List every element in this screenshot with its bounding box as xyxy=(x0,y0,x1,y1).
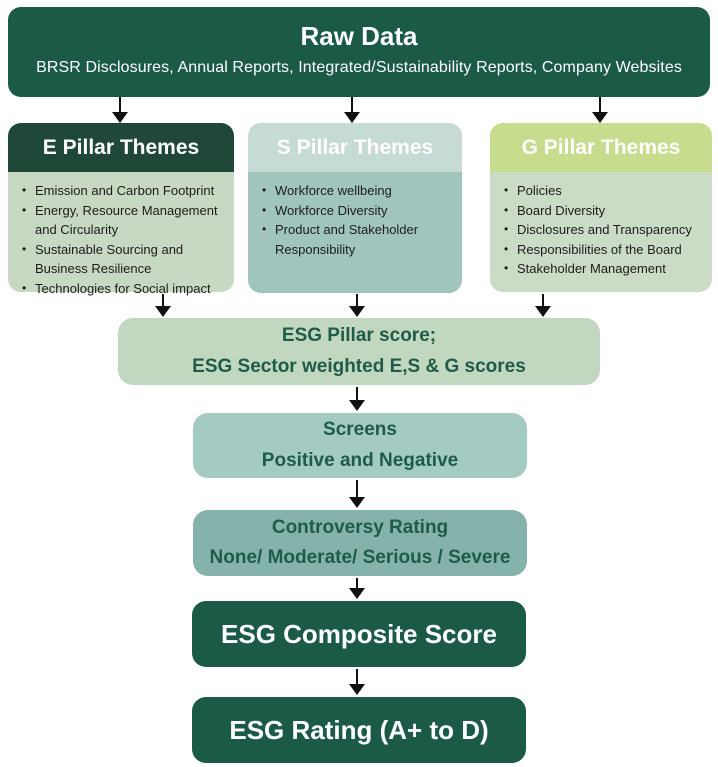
arrow-down-icon xyxy=(112,97,128,123)
screens-box: Screens Positive and Negative xyxy=(193,413,527,478)
list-item: Disclosures and Transparency xyxy=(500,220,704,240)
list-item: Product and Stakeholder Responsibility xyxy=(258,220,454,259)
pillar-s-box: S Pillar Themes Workforce wellbeing Work… xyxy=(248,123,462,293)
pillar-s-list: Workforce wellbeing Workforce Diversity … xyxy=(258,181,454,259)
arrow-down-icon xyxy=(349,294,365,317)
esg-rating-box: ESG Rating (A+ to D) xyxy=(192,697,526,763)
composite-score-label: ESG Composite Score xyxy=(221,618,497,649)
pillar-e-header: E Pillar Themes xyxy=(8,123,234,172)
pillar-g-title: G Pillar Themes xyxy=(521,135,681,159)
list-item: Emission and Carbon Footprint xyxy=(18,181,226,201)
screens-line2: Positive and Negative xyxy=(261,449,459,471)
raw-data-title: Raw Data xyxy=(300,21,418,51)
list-item: Board Diversity xyxy=(500,201,704,221)
pillar-e-box: E Pillar Themes Emission and Carbon Foot… xyxy=(8,123,234,296)
pillar-e-title: E Pillar Themes xyxy=(42,135,200,159)
pillar-score-box: ESG Pillar score; ESG Sector weighted E,… xyxy=(118,318,600,385)
pillar-score-line2: ESG Sector weighted E,S & G scores xyxy=(192,355,526,377)
screens-line1: Screens xyxy=(323,419,397,441)
pillar-g-header: G Pillar Themes xyxy=(490,123,712,172)
arrow-down-icon xyxy=(155,294,171,317)
list-item: Energy, Resource Management and Circular… xyxy=(18,201,226,240)
list-item: Responsibilities of the Board xyxy=(500,240,704,260)
raw-data-box: Raw Data BRSR Disclosures, Annual Report… xyxy=(8,7,710,97)
list-item: Workforce Diversity xyxy=(258,201,454,221)
pillar-e-body: Emission and Carbon Footprint Energy, Re… xyxy=(8,172,234,296)
pillar-score-line1: ESG Pillar score; xyxy=(281,325,437,347)
arrow-down-icon xyxy=(349,578,365,599)
pillar-e-list: Emission and Carbon Footprint Energy, Re… xyxy=(18,181,226,298)
controversy-line2: None/ Moderate/ Serious / Severe xyxy=(209,547,511,568)
esg-rating-label: ESG Rating (A+ to D) xyxy=(229,714,489,745)
list-item: Sustainable Sourcing and Business Resili… xyxy=(18,240,226,279)
arrow-down-icon xyxy=(349,669,365,695)
pillar-s-body: Workforce wellbeing Workforce Diversity … xyxy=(248,172,462,293)
list-item: Policies xyxy=(500,181,704,201)
raw-data-subtitle: BRSR Disclosures, Annual Reports, Integr… xyxy=(36,58,682,76)
pillar-g-list: Policies Board Diversity Disclosures and… xyxy=(500,181,704,279)
pillar-g-box: G Pillar Themes Policies Board Diversity… xyxy=(490,123,712,292)
arrow-down-icon xyxy=(349,387,365,411)
pillar-s-title: S Pillar Themes xyxy=(276,135,434,159)
controversy-box: Controversy Rating None/ Moderate/ Serio… xyxy=(193,510,527,576)
arrow-down-icon xyxy=(344,97,360,123)
pillar-s-header: S Pillar Themes xyxy=(248,123,462,172)
list-item: Stakeholder Management xyxy=(500,259,704,279)
arrow-down-icon xyxy=(535,294,551,317)
arrow-down-icon xyxy=(349,480,365,508)
composite-score-box: ESG Composite Score xyxy=(192,601,526,667)
pillar-g-body: Policies Board Diversity Disclosures and… xyxy=(490,172,712,292)
list-item: Workforce wellbeing xyxy=(258,181,454,201)
controversy-line1: Controversy Rating xyxy=(271,516,449,538)
list-item: Technologies for Social impact xyxy=(18,279,226,299)
arrow-down-icon xyxy=(592,97,608,123)
